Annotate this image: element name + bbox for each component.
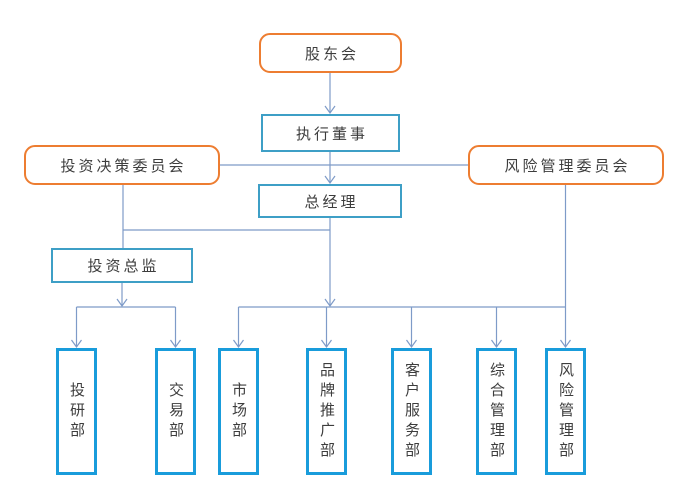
node-label: 风险管理部 (557, 361, 573, 462)
arrowhead-icon (71, 339, 82, 349)
arrowhead-icon (324, 175, 336, 185)
node-dept-brand-promotion: 品牌推广部 (306, 348, 347, 475)
node-risk-management-committee: 风险管理委员会 (468, 145, 664, 185)
node-dept-risk-management: 风险管理部 (545, 348, 586, 475)
node-label: 品牌推广部 (318, 361, 334, 462)
node-label: 交易部 (167, 381, 183, 442)
arrowhead-icon (324, 105, 336, 115)
arrowhead-icon (116, 298, 128, 308)
arrowhead-icon (324, 298, 336, 308)
node-label: 综合管理部 (488, 361, 504, 462)
node-label: 市场部 (230, 381, 246, 442)
node-label: 投研部 (68, 381, 84, 442)
arrowhead-icon (321, 339, 332, 349)
node-label: 股东会 (304, 46, 359, 63)
node-investment-director: 投资总监 (51, 248, 193, 283)
arrowhead-icon (560, 339, 571, 349)
node-investment-decision-committee: 投资决策委员会 (24, 145, 220, 185)
node-label: 投资总监 (87, 259, 160, 275)
node-dept-investment-research: 投研部 (56, 348, 97, 475)
node-executive-director: 执行董事 (261, 114, 400, 152)
node-dept-marketing: 市场部 (218, 348, 259, 475)
node-label: 风险管理委员会 (504, 158, 631, 175)
node-label: 总经理 (304, 194, 359, 211)
arrowhead-icon (406, 339, 417, 349)
node-label: 客户服务部 (403, 361, 419, 462)
node-dept-general-admin: 综合管理部 (476, 348, 517, 475)
node-dept-trading: 交易部 (155, 348, 196, 475)
arrowhead-icon (491, 339, 502, 349)
node-dept-customer-service: 客户服务部 (391, 348, 432, 475)
node-label: 执行董事 (295, 126, 368, 143)
node-shareholders-meeting: 股东会 (259, 33, 402, 73)
node-label: 投资决策委员会 (60, 158, 187, 175)
node-general-manager: 总经理 (258, 184, 402, 218)
arrowhead-icon (233, 339, 244, 349)
arrowhead-icon (170, 339, 181, 349)
